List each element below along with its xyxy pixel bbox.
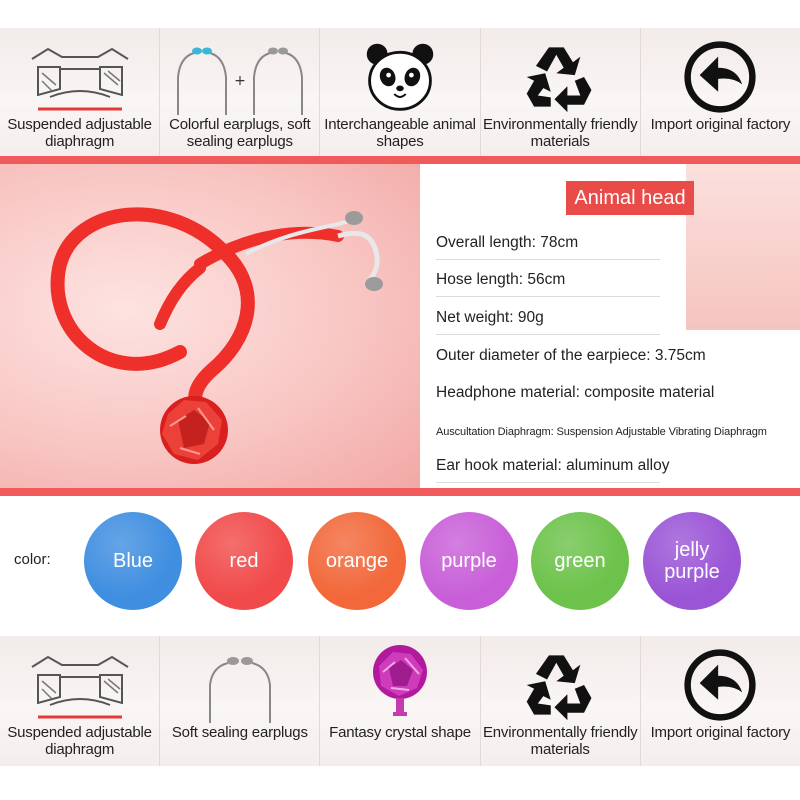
red-divider — [0, 156, 800, 164]
spec-row: Hose length: 56cm — [436, 271, 566, 288]
recycle-icon — [481, 644, 640, 726]
swatch-label: red — [229, 550, 259, 572]
diaphragm-icon — [0, 644, 159, 726]
feature-earplugs: Soft sealing earplugs — [160, 636, 321, 766]
swatch-label: Blue — [112, 550, 154, 572]
spec-title: Animal head — [566, 181, 694, 215]
feature-label: Environmentally friendly materials — [482, 116, 638, 150]
spec-row: Net weight: 90g — [436, 309, 544, 326]
hero-accent-panel — [686, 164, 800, 330]
feature-diaphragm: Suspended adjustable diaphragm — [0, 28, 161, 158]
feature-crystal-shape: Fantasy crystal shape — [320, 636, 481, 766]
diaphragm-icon — [0, 36, 159, 118]
swatch-jelly-purple[interactable]: jelly purple — [643, 512, 741, 610]
feature-label: Colorful earplugs, soft sealing earplugs — [169, 116, 311, 150]
spec-row: Auscultation Diaphragm: Suspension Adjus… — [436, 426, 767, 438]
panda-icon — [320, 36, 479, 118]
feature-label: Suspended adjustable diaphragm — [7, 724, 152, 758]
feature-label: Interchangeable animal shapes — [324, 116, 476, 150]
swatch-label: jelly purple — [664, 539, 720, 583]
red-divider — [0, 488, 800, 496]
earplugs-icon — [160, 644, 319, 726]
spec-row: Overall length: 78cm — [436, 234, 579, 251]
feature-label: Import original factory — [650, 724, 791, 741]
spec-row: Headphone material: composite material — [436, 384, 715, 401]
swatch-orange[interactable]: orange — [308, 512, 406, 610]
stethoscope-icon — [50, 207, 383, 464]
feature-label: Soft sealing earplugs — [171, 724, 308, 741]
feature-import-factory: Import original factory — [641, 28, 800, 158]
feature-label: Import original factory — [650, 116, 791, 133]
spec-divider — [436, 296, 660, 297]
feature-label: Suspended adjustable diaphragm — [7, 116, 152, 150]
swatch-green[interactable]: green — [531, 512, 629, 610]
spec-row: Outer diameter of the earpiece: 3.75cm — [436, 347, 706, 364]
recycle-icon — [481, 36, 640, 118]
crystal-chestpiece-icon — [320, 644, 479, 726]
feature-import-factory: Import original factory — [641, 636, 800, 766]
spec-divider — [436, 334, 660, 335]
feature-animal-shapes: Interchangeable animal shapes — [320, 28, 481, 158]
import-arrow-icon — [641, 36, 800, 118]
swatch-red[interactable]: red — [195, 512, 293, 610]
color-options: color: Blue red orange purple green jell… — [0, 504, 800, 618]
feature-eco-materials: Environmentally friendly materials — [481, 28, 641, 158]
feature-earplugs: + Colorful earplugs, soft sealing earplu… — [160, 28, 321, 158]
feature-label: Fantasy crystal shape — [329, 724, 471, 741]
spec-divider — [436, 259, 660, 260]
swatch-label: orange — [325, 550, 389, 572]
top-feature-strip: Suspended adjustable diaphragm + Colorfu… — [0, 28, 800, 158]
swatch-label: purple — [441, 550, 497, 572]
import-arrow-icon — [641, 644, 800, 726]
svg-text:+: + — [234, 73, 246, 89]
swatch-label: green — [554, 550, 606, 572]
swatch-blue[interactable]: Blue — [84, 512, 182, 610]
product-hero: Animal head Overall length: 78cm Hose le… — [0, 164, 800, 488]
spec-row: Ear hook material: aluminum alloy — [436, 457, 670, 474]
earplugs-icon: + — [160, 36, 319, 118]
bottom-feature-strip: Suspended adjustable diaphragm Soft seal… — [0, 636, 800, 766]
feature-diaphragm: Suspended adjustable diaphragm — [0, 636, 161, 766]
feature-label: Environmentally friendly materials — [482, 724, 638, 758]
stethoscope-photo — [0, 164, 420, 488]
spec-divider — [436, 482, 660, 483]
swatch-purple[interactable]: purple — [420, 512, 518, 610]
feature-eco-materials: Environmentally friendly materials — [481, 636, 641, 766]
color-label: color: — [14, 551, 51, 568]
